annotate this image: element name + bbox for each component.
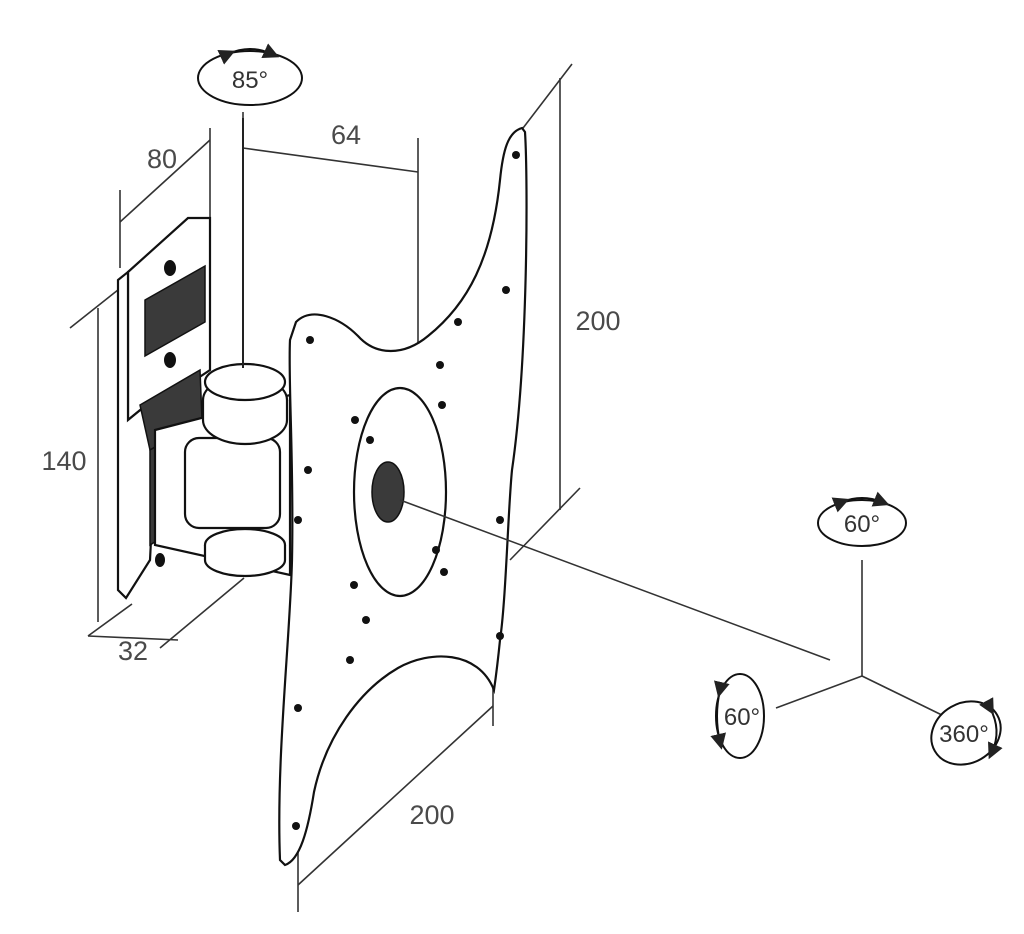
- angle-label-tilt-top: 60°: [844, 511, 880, 538]
- dim-label-wall-width: 80: [147, 144, 177, 174]
- vesa-plate: [278, 126, 528, 867]
- rotation-arrow-icon: [979, 697, 1003, 760]
- angle-label-rotate: 360°: [939, 721, 989, 748]
- dim-label-wall-height: 140: [41, 446, 86, 476]
- dim-label-plate-width: 200: [409, 800, 454, 830]
- dim-label-plate-height: 200: [575, 306, 620, 336]
- rotation-axes: [399, 499, 949, 719]
- rotation-arrow-icon: [710, 680, 730, 750]
- mounting-holes: [292, 151, 520, 830]
- rotation-badge-tilt-top: 60°: [817, 491, 907, 547]
- wall-plate-slot: [144, 264, 206, 358]
- rotation-badge-wall-swivel: 85°: [197, 43, 303, 106]
- dim-label-plate-offset: 64: [331, 120, 361, 150]
- rotation-badge-rotate: 360°: [930, 697, 1003, 766]
- angle-label-tilt-left: 60°: [724, 704, 760, 731]
- angle-label-swivel: 85°: [232, 67, 268, 94]
- rotation-arrow-icon: [217, 43, 280, 65]
- rotation-badge-tilt-left: 60°: [710, 673, 765, 759]
- rotation-arrow-icon: [831, 491, 890, 513]
- dim-label-depth: 32: [118, 636, 148, 666]
- pivot-hinge: [153, 118, 292, 578]
